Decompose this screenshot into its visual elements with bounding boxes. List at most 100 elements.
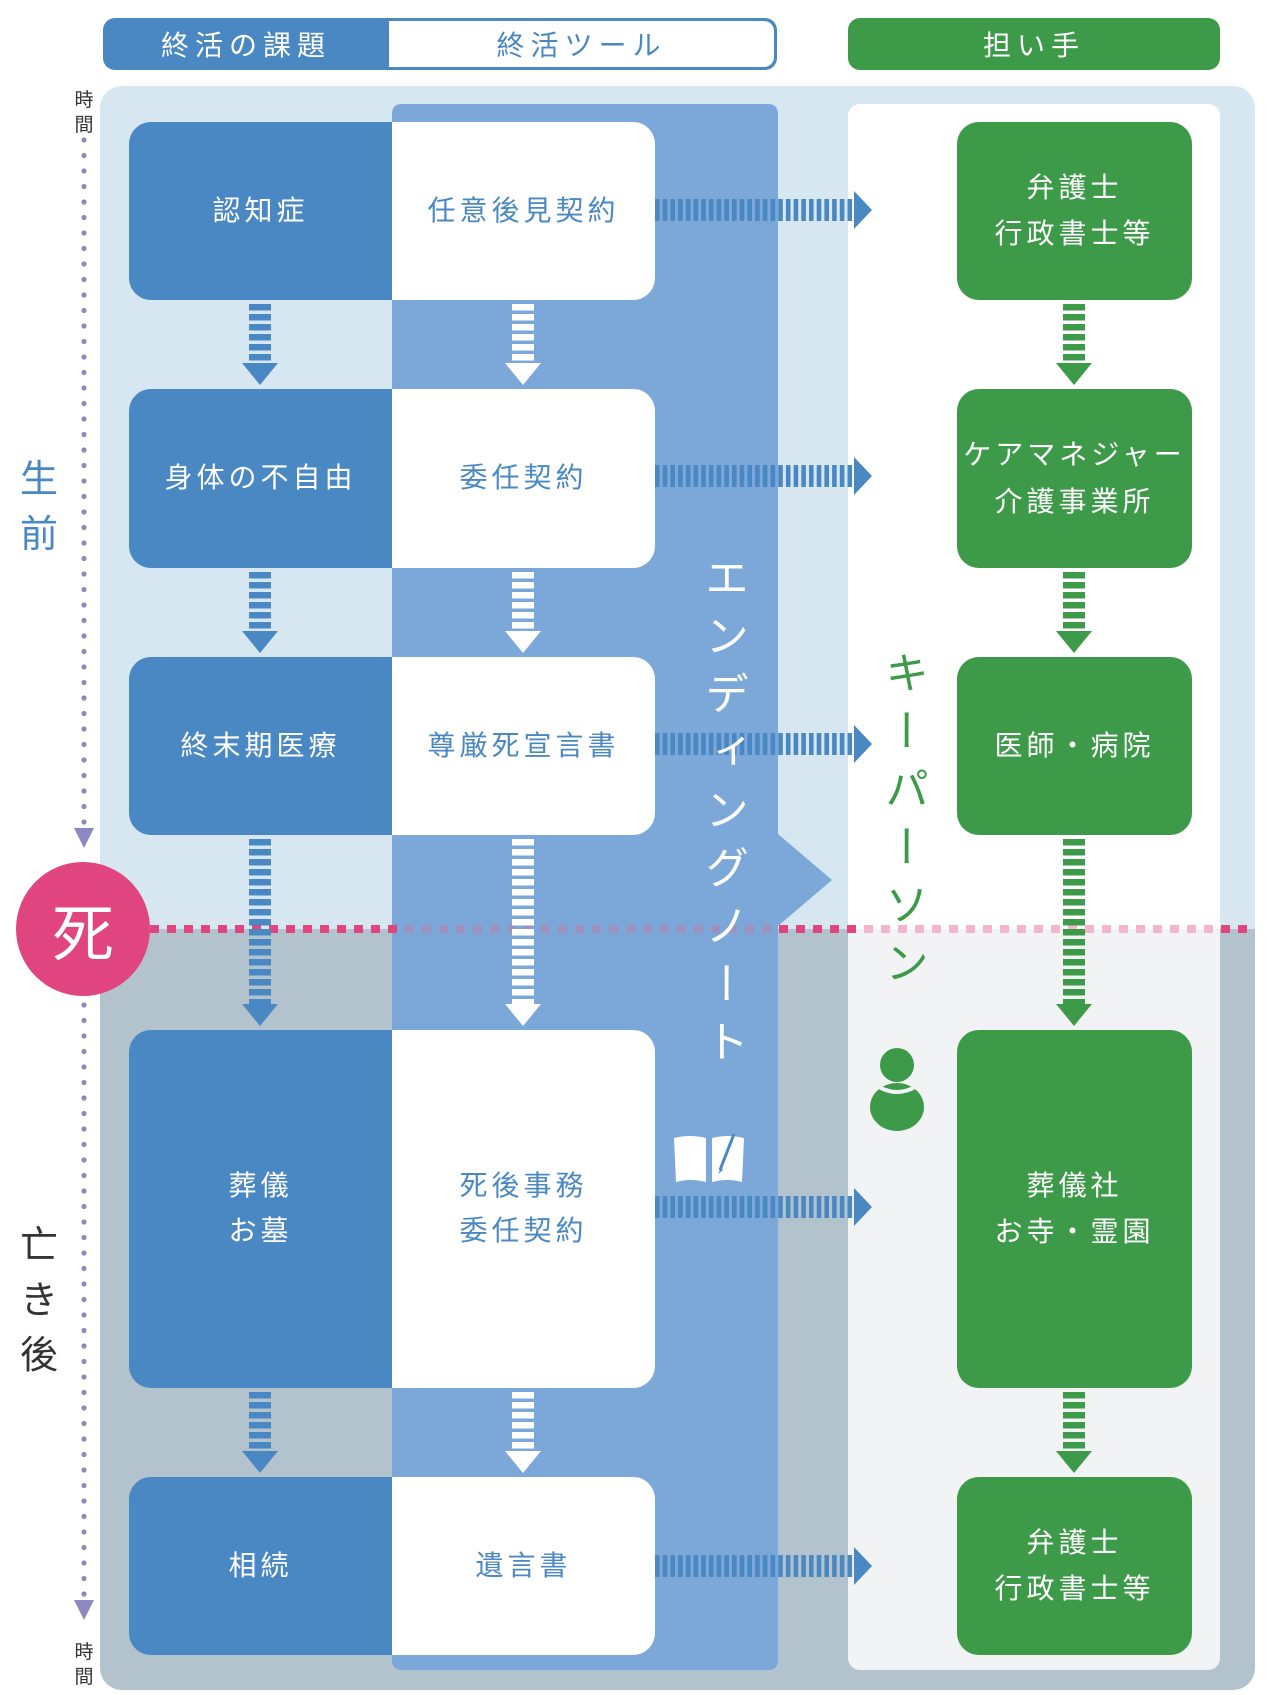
timeline-dot (81, 1203, 87, 1210)
timeline-dot (81, 1017, 87, 1024)
timeline-dot (81, 602, 87, 608)
tool-box-label: 死後事務 委任契約 (459, 1169, 588, 1247)
timeline-dot (81, 1250, 87, 1256)
timeline-dot (81, 1219, 87, 1225)
issue-box-label: 身体の不自由 (164, 461, 357, 495)
timeline-dot (81, 1389, 87, 1396)
timeline-dot (81, 1529, 87, 1535)
timeline-dot (81, 1141, 87, 1148)
timeline-dot (81, 509, 87, 515)
timeline-dot (81, 1420, 87, 1427)
timeline-dot (81, 1095, 87, 1101)
tool-box: 任意後見契約 (392, 122, 655, 300)
timeline-dot (81, 1451, 87, 1458)
timeline-dot (81, 695, 87, 701)
phase-label-before: 生 前 (19, 457, 58, 557)
handler-box: 葬儀社 お寺・霊園 (957, 1030, 1192, 1388)
timeline-dot (81, 1482, 87, 1489)
death-marker: 死 (16, 862, 150, 996)
tool-box: 死後事務 委任契約 (392, 1030, 655, 1388)
timeline-dot (81, 819, 87, 825)
header-issues: 終活の課題 (160, 29, 331, 62)
header-tools: 終活ツール (389, 21, 774, 67)
time-label-bottom: 時 間 (74, 1641, 94, 1688)
timeline-dot (81, 199, 87, 205)
timeline-dot (81, 1312, 87, 1318)
issue-box: 身体の不自由 (129, 389, 392, 568)
issue-box: 相続 (129, 1477, 392, 1655)
timeline-dot (81, 338, 87, 345)
phase-label-after: 亡 き 後 (19, 1223, 58, 1378)
handler-box: 弁護士 行政書士等 (957, 1477, 1192, 1655)
timeline-dot (81, 1157, 87, 1163)
timeline-dot (81, 1544, 87, 1551)
timeline-dot (81, 385, 87, 391)
timeline-dot (81, 478, 87, 484)
timeline-dot (81, 1002, 87, 1008)
timeline-dot (81, 757, 87, 763)
issue-box-label: 認知症 (212, 193, 309, 227)
timeline-dot (81, 354, 87, 360)
person-icon (870, 1048, 924, 1131)
timeline-dot (81, 741, 87, 748)
timeline-dot (81, 586, 87, 593)
timeline-dot (81, 400, 87, 407)
handler-box-label: ケアマネジャー 介護事業所 (963, 438, 1186, 518)
timeline-dot (81, 679, 87, 686)
timeline-dot (81, 633, 87, 639)
timeline-dot (81, 1126, 87, 1132)
timeline-dot (81, 664, 87, 670)
header-issues-tools: 終活の課題 終活ツール (103, 18, 777, 70)
timeline-dot (81, 323, 87, 329)
ending-note-label: エンディングノート (697, 555, 748, 1077)
timeline-dot (81, 152, 87, 159)
timeline-dot (81, 617, 87, 624)
timeline-dot (81, 726, 87, 732)
issue-box: 認知症 (129, 122, 392, 300)
timeline-dot (81, 1281, 87, 1287)
tool-box: 遺言書 (392, 1477, 655, 1655)
timeline-dot (81, 1296, 87, 1303)
timeline-dot (81, 1033, 87, 1039)
timeline-dot (81, 788, 87, 794)
timeline-dot (81, 1358, 87, 1365)
timeline-dot (81, 1079, 87, 1086)
timeline-dot (81, 447, 87, 453)
timeline-dot (81, 1591, 87, 1597)
timeline-dot (81, 168, 87, 174)
timeline-dot (81, 369, 87, 376)
timeline-dot (81, 493, 87, 500)
handler-box-label: 葬儀社 お寺・霊園 (994, 1168, 1155, 1248)
handler-box: 弁護士 行政書士等 (957, 122, 1192, 300)
issue-box: 葬儀 お墓 (129, 1030, 392, 1388)
timeline-dot (81, 1172, 87, 1179)
timeline-dot (81, 710, 87, 717)
timeline-dot (81, 1265, 87, 1272)
timeline-dot (81, 214, 87, 221)
timeline-dot (81, 1575, 87, 1582)
header-handlers: 担い手 (848, 18, 1220, 70)
tool-box-label: 委任契約 (459, 461, 588, 495)
key-person-label: キーパーソン (877, 650, 928, 998)
timeline-dot (81, 1405, 87, 1411)
timeline-dot (81, 183, 87, 190)
timeline-dot (81, 1343, 87, 1349)
tool-box-label: 任意後見契約 (427, 193, 620, 227)
timeline-dot (81, 1064, 87, 1070)
timeline-dot (81, 1498, 87, 1504)
handler-box-label: 弁護士 行政書士等 (994, 170, 1155, 250)
timeline-dot (81, 571, 87, 577)
timeline-dot (81, 1560, 87, 1566)
notebook-pen-icon (674, 1133, 744, 1182)
timeline-dot (81, 1048, 87, 1055)
timeline-dot (81, 1188, 87, 1194)
timeline-dot (81, 1467, 87, 1473)
tool-box: 尊厳死宣言書 (392, 657, 655, 835)
timeline-dot (81, 555, 87, 562)
timeline-dot (81, 1234, 87, 1241)
ending-note-column-shape (392, 104, 832, 1670)
timeline-dot (81, 261, 87, 267)
timeline-dot (81, 1436, 87, 1442)
timeline-dot (81, 276, 87, 283)
timeline-dot (81, 803, 87, 810)
